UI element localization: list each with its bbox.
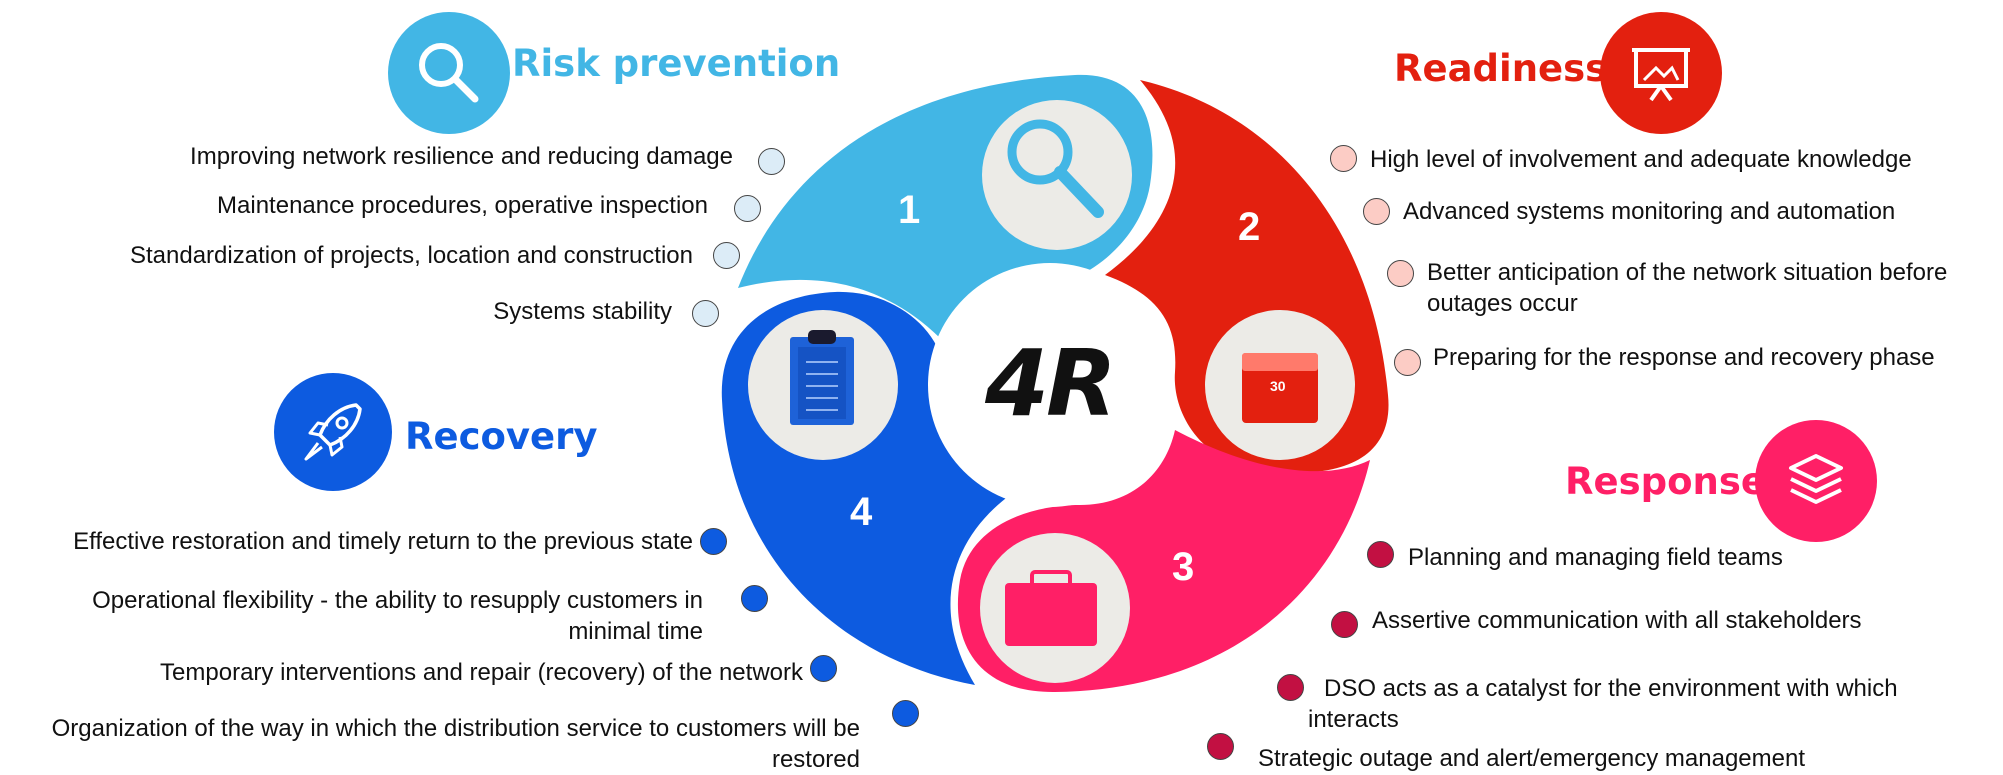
readiness-item-1: High level of involvement and adequate k… [1370, 146, 1912, 173]
risk-bullet-1 [758, 148, 785, 175]
calendar-day-text: 30 [1270, 378, 1286, 394]
segment-toolbox-icon [1005, 570, 1097, 646]
risk-prevention-title: Risk prevention [512, 42, 841, 85]
recovery-bullet-2 [741, 585, 768, 612]
response-bullet-4 [1207, 733, 1234, 760]
recovery-bullet-3 [810, 655, 837, 682]
risk-item-3: Standardization of projects, location an… [129, 242, 693, 269]
risk-item-4: Systems stability [493, 298, 672, 325]
recovery-bullet-4 [892, 700, 919, 727]
response-bullet-3 [1277, 674, 1304, 701]
readiness-bullet-3 [1387, 260, 1414, 287]
readiness-badge [1600, 12, 1722, 134]
recovery-item-3: Temporary interventions and repair (reco… [160, 659, 803, 686]
segment-magnifier-icon [1007, 119, 1104, 218]
readiness-bullet-1 [1330, 145, 1357, 172]
risk-item-2: Maintenance procedures, operative inspec… [217, 192, 708, 219]
recovery-item-4: Organization of the way in which the dis… [51, 715, 860, 773]
response-title: Response [1565, 460, 1766, 503]
segment-number-3: 3 [1172, 545, 1195, 589]
response-bullet-1 [1367, 541, 1394, 568]
risk-bullet-4 [692, 300, 719, 327]
recovery-item-1: Effective restoration and timely return … [73, 528, 693, 555]
readiness-item-2: Advanced systems monitoring and automati… [1403, 198, 1896, 225]
readiness-title: Readiness [1394, 47, 1608, 90]
recovery-item-2: Operational flexibility - the ability to… [92, 587, 703, 645]
rocket-icon [304, 403, 362, 461]
response-item-1: Planning and managing field teams [1408, 544, 1783, 571]
segment-clipboard-icon [790, 330, 854, 425]
recovery-title: Recovery [405, 415, 598, 458]
risk-prevention-badge [388, 12, 510, 134]
readiness-item-4: Preparing for the response and recovery … [1433, 344, 1935, 371]
response-item-2: Assertive communication with all stakeho… [1372, 607, 1862, 634]
risk-bullet-2 [734, 195, 761, 222]
readiness-item-3: Better anticipation of the network situa… [1427, 259, 1948, 317]
response-item-3: DSO acts as a catalyst for the environme… [1308, 675, 1898, 733]
recovery-bullet-1 [700, 528, 727, 555]
segment-number-2: 2 [1238, 205, 1261, 249]
readiness-bullet-4 [1394, 349, 1421, 376]
response-item-4: Strategic outage and alert/emergency man… [1258, 745, 1805, 772]
center-circle [928, 263, 1172, 507]
response-bullet-2 [1331, 611, 1358, 638]
segment-calendar-icon [1242, 353, 1318, 423]
segment-number-4: 4 [850, 490, 873, 534]
recovery-badge [274, 373, 392, 491]
magnifier-icon [419, 43, 479, 103]
risk-bullet-3 [713, 242, 740, 269]
risk-item-1: Improving network resilience and reducin… [190, 143, 733, 170]
presentation-board-icon [1632, 48, 1690, 102]
segment-number-1: 1 [898, 188, 921, 232]
response-badge [1755, 420, 1877, 542]
center-label: 4R [985, 330, 1117, 437]
readiness-bullet-2 [1363, 198, 1390, 225]
layers-icon [1789, 454, 1843, 504]
